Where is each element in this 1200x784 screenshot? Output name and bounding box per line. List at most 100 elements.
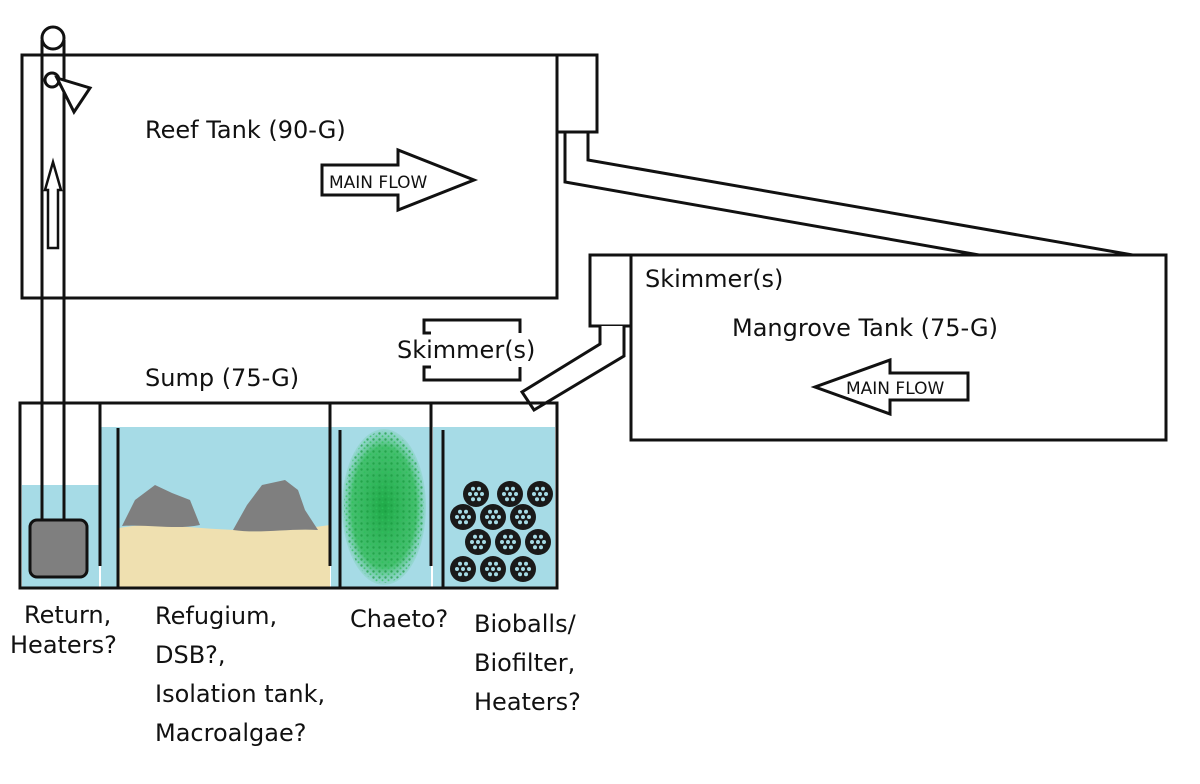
section-label-line: DSB?, [155,641,226,669]
bioball-hole [509,545,513,550]
bioball-hole [538,492,542,496]
bioball-hole [479,545,483,550]
bioball-hole [536,540,540,544]
reef-tank-overflow-box [555,53,599,134]
bioball-hole [455,567,459,571]
bioball-hole [480,492,484,496]
bioball-hole [488,572,492,577]
mangrove-main-flow-arrow [810,357,970,417]
mangrove-overflow-box [588,253,633,328]
return-nozzle [54,75,93,115]
reef-main-flow-arrow [320,147,479,213]
section-label-line: Isolation tank, [155,680,326,708]
refugium-sand-bed [119,525,330,587]
bioball-hole [521,567,525,571]
section-label-biofilter: Bioballs/ Biofilter, Heaters? [474,605,581,722]
bioball-hole [458,520,462,525]
bioball-hole [471,486,475,491]
bioball-hole [535,497,539,502]
sump-body [18,401,559,590]
bioball-hole [524,572,528,577]
bioball-hole [505,486,509,491]
bioball-hole [518,561,522,566]
refugium-rock-right [233,480,318,532]
section-label-line: Heaters? [474,688,581,716]
return-pump [28,518,89,579]
bioball-hole [477,497,481,502]
bioball-hole [479,534,483,539]
mangrove-skimmer-label: Skimmer(s) [645,265,784,293]
bioball-hole [539,534,543,539]
bioball-hole [509,534,513,539]
bioball-hole [461,567,465,571]
bioball-hole [541,497,545,502]
bioball-hole [485,567,489,571]
return-line [40,25,93,520]
bioball-hole [497,515,501,519]
sump-title: Sump (75-G) [145,364,300,392]
bioball-hole [477,486,481,491]
section-label-chaeto: Chaeto? [350,604,448,634]
bioball-hole [491,567,495,571]
sump-skimmer-label: Skimmer(s) [397,336,536,364]
bioball-hole [464,572,468,577]
bioball-hole [471,497,475,502]
bioball-hole [518,520,522,525]
bioball-hole [468,492,472,496]
section-label-return: Return, Heaters? [10,600,117,660]
bioball-hole [514,492,518,496]
bioball-hole [503,545,507,550]
bioball-hole [494,572,498,577]
bioball-hole [458,572,462,577]
bioball-hole [512,540,516,544]
section-label-refugium: Refugium, DSB?, Isolation tank, Macroalg… [155,597,325,753]
section-label-line: Bioballs/ [474,610,576,638]
bioball-hole [511,497,515,502]
section-label-line: Heaters? [10,631,117,659]
bioball-hole [497,567,501,571]
bioball-hole [542,540,546,544]
section-label-line: Refugium, [155,602,278,630]
bioball-hole [527,515,531,519]
bioball-hole [527,567,531,571]
section-label-line: Chaeto? [350,605,449,633]
mangrove-main-flow-label: MAIN FLOW [846,379,944,399]
section-label-line: Macroalgae? [155,719,307,747]
sump-skimmer-bracket [422,318,522,382]
reef-tank-body [20,53,559,300]
bioball-hole [532,492,536,496]
bioball-hole [474,492,478,496]
bioball-hole [461,515,465,519]
mangrove-tank-body [629,253,1168,442]
bioball-hole [544,492,548,496]
bioball-hole [518,572,522,577]
bioball-hole [473,534,477,539]
bioball-hole [500,540,504,544]
bioball-hole [539,545,543,550]
section-label-line: Biofilter, [474,649,576,677]
bioball-hole [464,509,468,514]
bioball-hole [464,520,468,525]
bioball-hole [502,492,506,496]
bioball-hole [533,534,537,539]
mangrove-tank [588,253,1168,442]
bioball-hole [503,534,507,539]
bioball-hole [494,509,498,514]
bioball-hole [488,520,492,525]
bioball-hole [518,509,522,514]
bioball-hole [482,540,486,544]
bioball-hole [524,509,528,514]
bioball-hole [485,515,489,519]
bioball-hole [491,515,495,519]
bioball-hole [464,561,468,566]
bioball-hole [515,515,519,519]
mangrove-to-sump-drain-pipe [519,326,626,413]
bioball-hole [515,567,519,571]
mangrove-tank-title: Mangrove Tank (75-G) [732,314,999,342]
bioball-hole [476,540,480,544]
return-flow-up-arrow [43,157,63,250]
refugium-rock-left [122,485,200,528]
bioball-hole [467,567,471,571]
sump [18,401,559,590]
